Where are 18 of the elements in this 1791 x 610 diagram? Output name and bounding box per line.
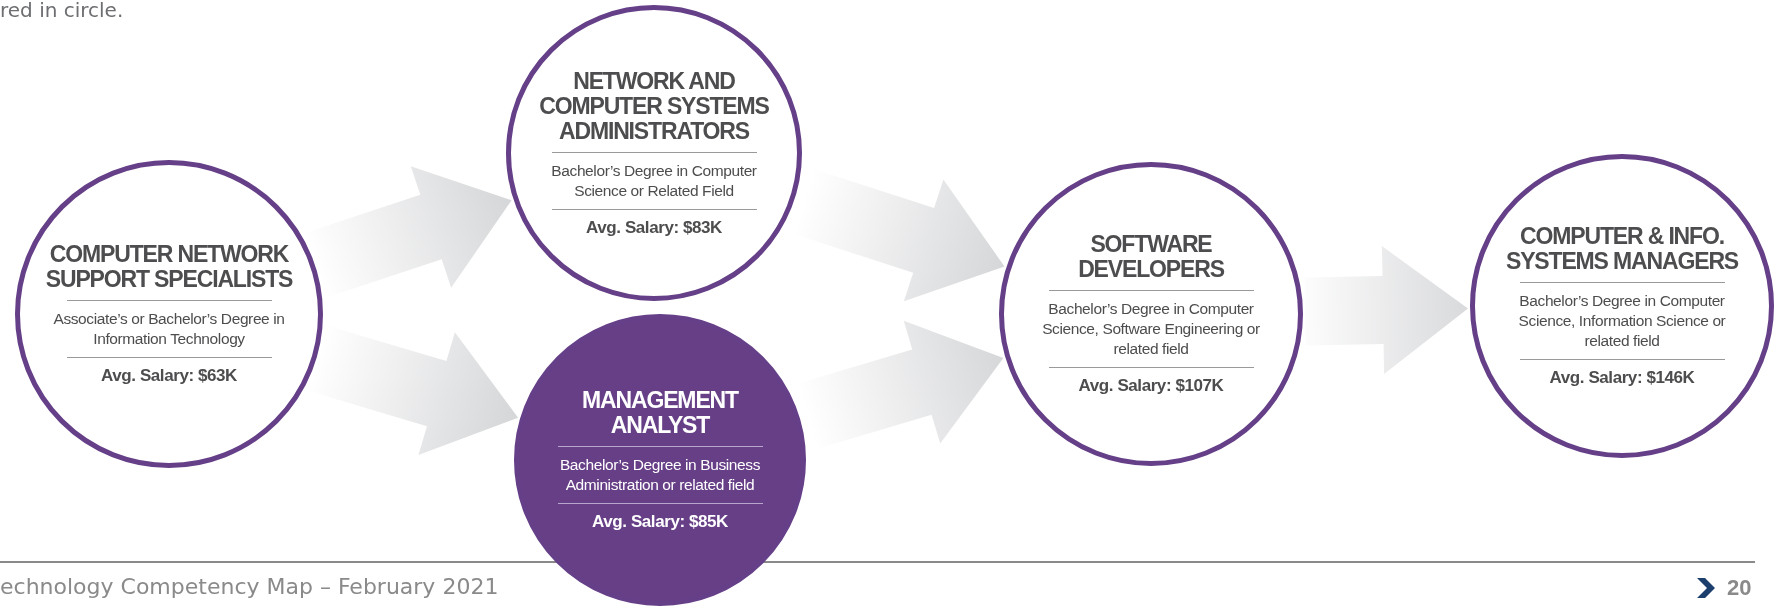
salary-text: Avg. Salary: $107K [1077, 376, 1225, 396]
degree-text: Bachelor’s Degree in Computer Science, Software Engineering or related field [1041, 299, 1261, 359]
salary-text: Avg. Salary: $146K [1548, 368, 1696, 388]
degree-text: Associate’s or Bachelor’s Degree in Information Technology [52, 309, 286, 349]
note-text: red in circle. [0, 0, 124, 20]
job-title: SOFTWARE DEVELOPERS [1077, 232, 1225, 282]
job-title: NETWORK AND COMPUTER SYSTEMS ADMINISTRATORS [538, 68, 770, 144]
footer-text: echnology Competency Map – February 2021 [0, 573, 499, 601]
page-number: 20 [1727, 574, 1752, 602]
salary-text: Avg. Salary: $83K [585, 217, 723, 238]
degree-text: Bachelor’s Degree in Computer Science or Related Field [550, 160, 758, 201]
degree-text: Bachelor’s Degree in Computer Science, Information Science or related field [1517, 291, 1727, 351]
salary-text: Avg. Salary: $63K [100, 366, 238, 386]
job-title: MANAGEMENT ANALYST [581, 388, 740, 438]
salary-text: Avg. Salary: $85K [591, 512, 729, 532]
degree-text: Bachelor’s Degree in Business Administration or related field [558, 455, 762, 495]
job-title: COMPUTER NETWORK SUPPORT SPECIALISTS [44, 242, 294, 292]
job-title: COMPUTER & INFO. SYSTEMS MANAGERS [1504, 224, 1740, 274]
